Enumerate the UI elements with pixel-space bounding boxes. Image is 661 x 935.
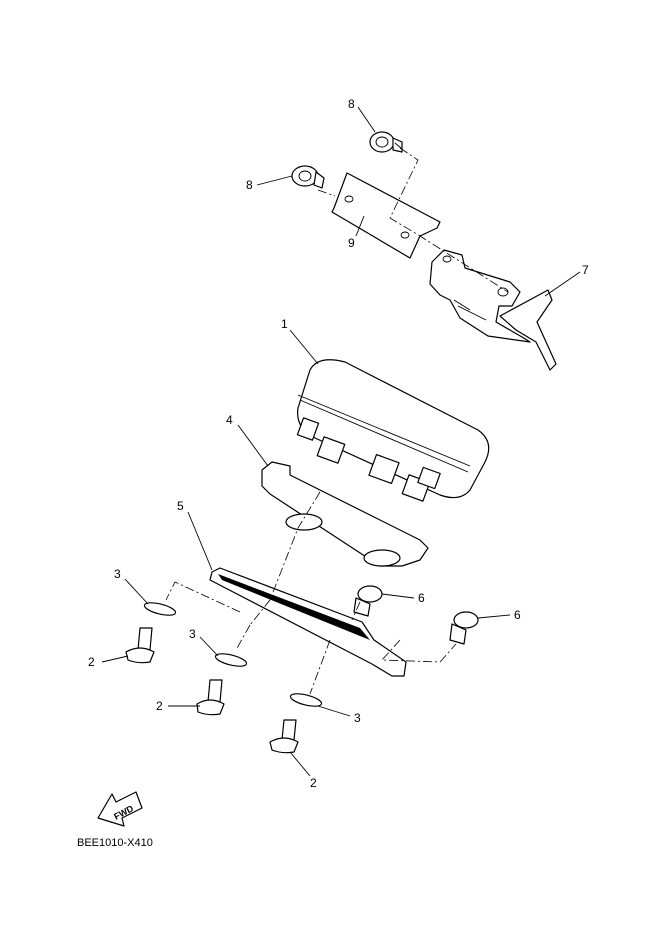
screw-2-bottom (269, 719, 299, 754)
screw-6-center (353, 585, 383, 617)
callout-2-middle: 2 (156, 699, 163, 713)
bracket-7 (429, 249, 557, 371)
screw-6-right (449, 611, 479, 645)
callout-1: 1 (281, 317, 288, 331)
callout-2-bottom: 2 (310, 776, 317, 790)
callout-8-upper: 8 (348, 97, 355, 111)
callout-7: 7 (582, 263, 589, 277)
washer-3-left (143, 602, 177, 616)
meter-assembly-1 (296, 359, 490, 502)
callout-labels: 1 2 2 2 3 3 3 4 5 6 6 7 8 8 9 (88, 97, 589, 790)
callout-6-center: 6 (418, 591, 425, 605)
bolt-8-left (291, 165, 325, 189)
fwd-arrow-icon: FWD (97, 791, 143, 827)
screw-2-middle (196, 679, 225, 716)
screw-2-left (125, 627, 155, 664)
bolt-8-upper (369, 131, 403, 153)
washer-3-middle (214, 653, 248, 667)
washer-3-bottom (289, 693, 323, 707)
callout-3-middle: 3 (189, 627, 196, 641)
callout-8-left: 8 (246, 178, 253, 192)
callout-4: 4 (226, 413, 233, 427)
callout-6-right: 6 (514, 608, 521, 622)
callout-3-bottom: 3 (354, 711, 361, 725)
figure-code: BEE1010-X410 (77, 837, 153, 849)
callout-2-left: 2 (88, 655, 95, 669)
damper-plate-4 (261, 461, 429, 567)
callout-9: 9 (348, 236, 355, 250)
leader-lines (101, 106, 581, 777)
base-plate-5 (209, 567, 407, 677)
alignment-lines (165, 147, 509, 695)
plate-9 (331, 172, 441, 259)
callout-3-left: 3 (114, 567, 121, 581)
callout-5: 5 (177, 499, 184, 513)
